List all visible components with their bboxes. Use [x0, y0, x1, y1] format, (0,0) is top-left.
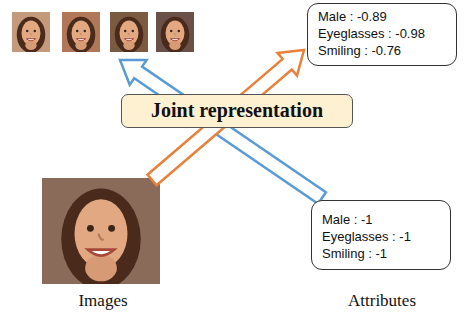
- attribute-value: Eyeglasses : -0.98: [318, 25, 446, 42]
- axis-label: Images: [78, 291, 127, 311]
- joint-representation-box: Joint representation: [121, 94, 353, 128]
- attribute-box: Male : -0.89Eyeglasses : -0.98Smiling : …: [307, 3, 457, 66]
- attribute-box: Male : -1Eyeglasses : -1Smiling : -1: [311, 200, 451, 270]
- face-thumbnail: [12, 12, 50, 52]
- face-thumbnail: [67, 17, 96, 53]
- attribute-value: Male : -1: [322, 211, 440, 228]
- attribute-value: Male : -0.89: [318, 8, 446, 25]
- box-title: Joint representation: [136, 99, 338, 121]
- face-thumbnail: [156, 12, 194, 52]
- face-photo: [61, 189, 141, 290]
- axis-label: Attributes: [348, 291, 416, 311]
- input-face: [42, 178, 160, 289]
- face-thumbnail: [161, 17, 190, 53]
- face-thumbnail: [62, 12, 100, 52]
- generated-faces: [12, 12, 194, 53]
- attribute-value: Smiling : -0.76: [318, 42, 446, 59]
- face-thumbnail: [110, 12, 148, 52]
- hollow-arrow: [120, 60, 326, 204]
- face-thumbnail: [17, 17, 46, 53]
- attribute-value: Smiling : -1: [322, 245, 440, 262]
- attribute-value: Eyeglasses : -1: [322, 228, 440, 245]
- face-thumbnail: [115, 17, 144, 53]
